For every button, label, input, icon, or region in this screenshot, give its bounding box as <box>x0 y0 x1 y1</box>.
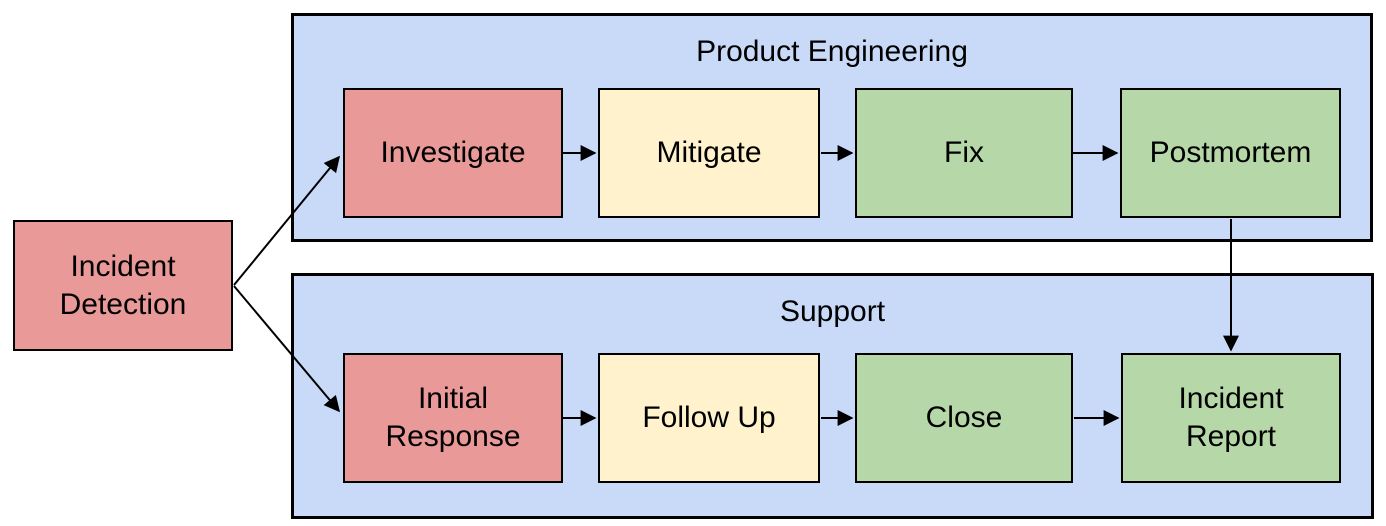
node-label-postmortem: Postmortem <box>1149 136 1312 169</box>
node-close[interactable]: Close <box>855 353 1073 483</box>
node-label-fix: Fix <box>944 136 984 169</box>
node-mitigate[interactable]: Mitigate <box>598 88 820 218</box>
node-label-close: Close <box>925 401 1003 434</box>
lane-title-product-engineering: Product Engineering <box>696 35 968 68</box>
node-follow-up[interactable]: Follow Up <box>598 353 820 483</box>
node-label-follow-up: Follow Up <box>642 401 776 434</box>
lane-title-support: Support <box>779 295 886 328</box>
node-label-incident-report: Incident Report <box>1178 382 1284 453</box>
node-fix[interactable]: Fix <box>855 88 1073 218</box>
node-label-initial-response: Initial Response <box>385 382 521 453</box>
node-incident-detection[interactable]: Incident Detection <box>13 220 233 351</box>
node-incident-report[interactable]: Incident Report <box>1121 353 1341 483</box>
node-label-mitigate: Mitigate <box>656 136 762 169</box>
node-postmortem[interactable]: Postmortem <box>1120 88 1341 218</box>
node-investigate[interactable]: Investigate <box>343 88 563 218</box>
node-label-investigate: Investigate <box>380 136 526 169</box>
node-initial-response[interactable]: Initial Response <box>343 353 563 483</box>
node-label-incident-detection: Incident Detection <box>59 249 187 321</box>
